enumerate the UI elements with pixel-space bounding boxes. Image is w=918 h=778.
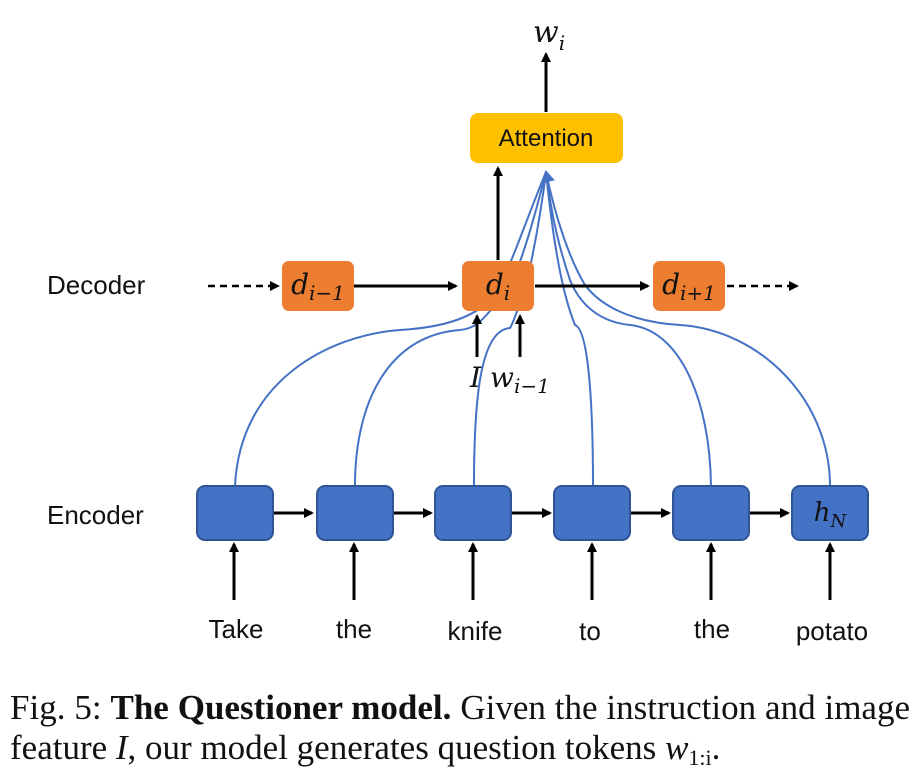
encoder-row-label: Encoder xyxy=(47,500,144,530)
token-5: the xyxy=(694,614,730,644)
attention-line-6 xyxy=(541,170,831,487)
token-3: knife xyxy=(448,616,503,646)
token-4: to xyxy=(579,616,601,646)
decoder-node-prev: di−1 xyxy=(282,261,354,311)
encoder-nodes xyxy=(196,485,869,541)
attention-line-5 xyxy=(545,171,712,487)
token-input-arrows xyxy=(229,542,835,600)
token-6: potato xyxy=(796,616,868,646)
attention-line-2 xyxy=(354,171,547,487)
encoder-node-5 xyxy=(672,485,750,541)
decoder-node-next: di+1 xyxy=(653,261,725,311)
caption-var-tokens-sub: 1:i xyxy=(688,745,712,770)
caption-text-2: , our model generates question tokens xyxy=(127,728,666,767)
encoder-node-2 xyxy=(316,485,394,541)
encoder-last-state-label: hN xyxy=(814,498,848,532)
attention-label: Attention xyxy=(499,125,594,152)
encoder-node-4 xyxy=(553,485,631,541)
attention-line-4 xyxy=(545,171,594,487)
image-feature-label: I xyxy=(469,361,482,394)
decoder-row-label: Decoder xyxy=(47,270,146,300)
svg-text:di: di xyxy=(486,268,510,305)
prev-token-label: wi−1 xyxy=(490,361,550,398)
encoder-node-1 xyxy=(196,485,274,541)
encoder-node-6 xyxy=(791,485,869,541)
decoder-node-current: di xyxy=(462,261,534,311)
caption-prefix: Fig. 5: xyxy=(10,688,111,727)
token-1: Take xyxy=(209,614,264,644)
figure-caption: Fig. 5: The Questioner model. Given the … xyxy=(10,688,910,778)
attention-block: Attention xyxy=(470,113,623,163)
caption-var-image: I xyxy=(115,728,128,767)
caption-end: . xyxy=(711,728,721,767)
caption-text-1: Given the instruction and image feature xyxy=(10,688,910,767)
svg-text:di+1: di+1 xyxy=(662,268,716,305)
encoder-node-3 xyxy=(434,485,512,541)
attention-connections xyxy=(234,170,831,487)
attention-line-3 xyxy=(473,171,547,487)
token-2: the xyxy=(336,614,372,644)
caption-title: The Questioner model. xyxy=(110,688,452,727)
output-token-label: wi xyxy=(533,15,565,55)
questioner-model-diagram: wi Attention Decoder Encoder di−1 di di+… xyxy=(47,15,869,646)
attention-line-1 xyxy=(234,171,547,487)
caption-var-tokens: w xyxy=(665,728,689,767)
svg-text:di−1: di−1 xyxy=(291,268,345,305)
